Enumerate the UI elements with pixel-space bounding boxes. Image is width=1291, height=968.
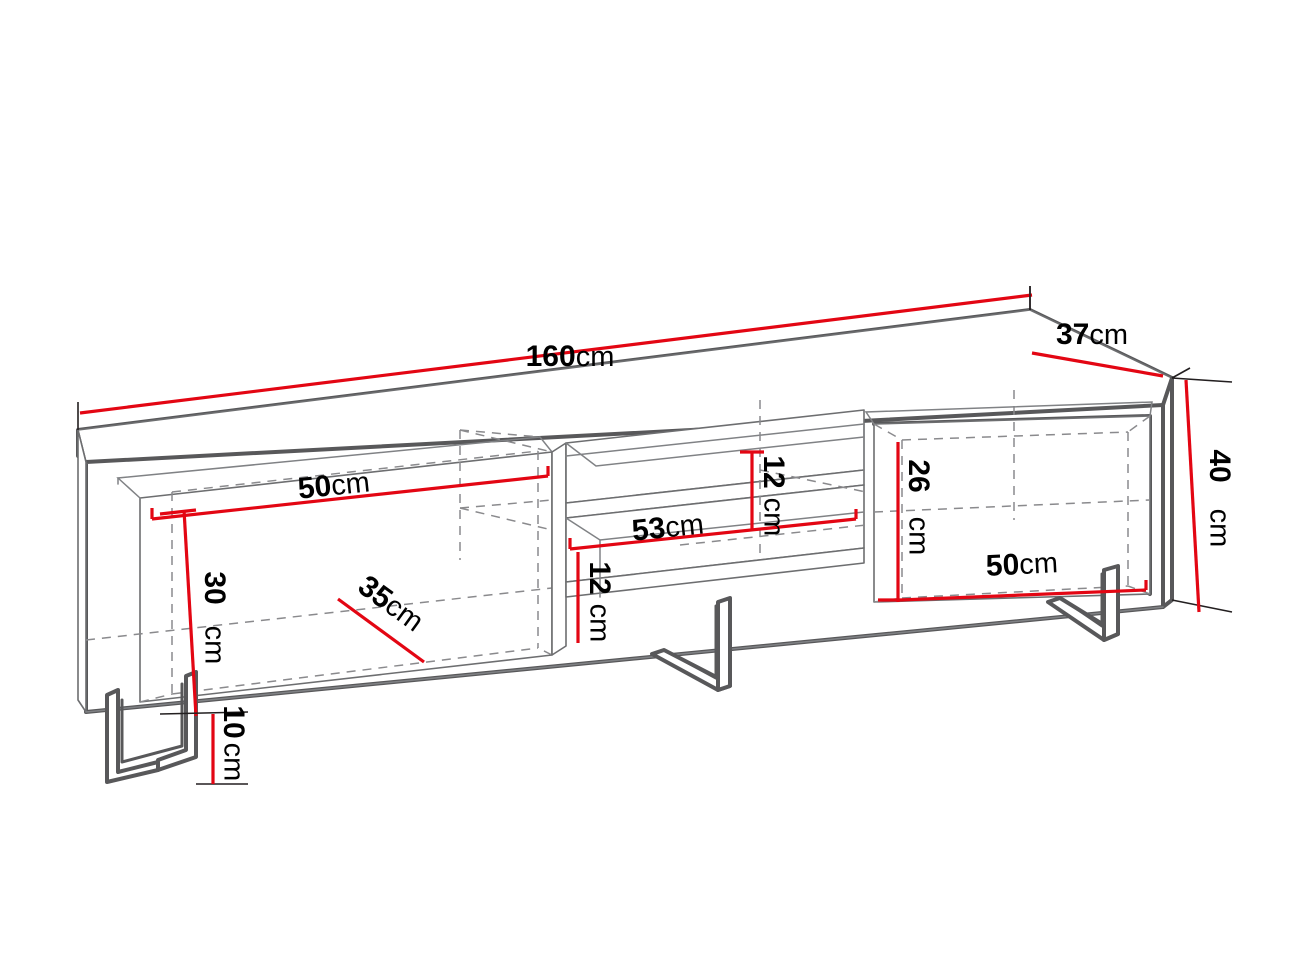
left-compartment-hidden-back-bottom xyxy=(171,647,539,695)
leg-left-angle xyxy=(156,670,198,772)
cabinet-right-side-panel xyxy=(1161,376,1174,609)
left-compartment-hidden-shelf xyxy=(85,587,553,641)
dim-26-unit: cm xyxy=(902,517,934,556)
right-compartment-hidden-diag-tr xyxy=(1127,415,1151,433)
dim-160-unit: cm xyxy=(576,341,615,373)
dim-37-unit: cm xyxy=(1089,319,1128,351)
cabinet-bottom-front-edge xyxy=(85,606,1164,713)
dim-right50-label: 50cm xyxy=(985,546,1059,583)
dim-40-ext-top xyxy=(1171,377,1233,383)
middle-hidden-back-diag xyxy=(759,469,867,493)
dim-12-lower-number: 12 xyxy=(583,561,616,594)
leg-center-inner-detail xyxy=(666,604,718,680)
dim-left50-line xyxy=(151,474,549,521)
dim-left30-unit: cm xyxy=(198,626,230,665)
cabinet-body xyxy=(76,308,1174,714)
dim-53-label: 53cm xyxy=(630,507,705,547)
dimension-middle-lower-shelf: 12 cm xyxy=(576,552,616,643)
dimension-right-width: 50cm xyxy=(899,546,1148,602)
dim-35-line xyxy=(337,597,425,664)
dim-40-line xyxy=(1184,379,1201,613)
dim-53-line xyxy=(569,517,857,551)
dimension-middle-upper-shelf: 12 cm xyxy=(740,450,790,537)
dim-37-label: 37cm xyxy=(1056,318,1128,351)
dim-40-ext-bottom xyxy=(1171,599,1233,613)
dim-10-ext-top xyxy=(159,711,249,715)
right-compartment-top-rim xyxy=(864,401,1153,425)
center-left-divider-panel xyxy=(551,442,567,656)
dim-left30-tick-top xyxy=(159,508,197,516)
dim-right50-unit: cm xyxy=(1018,547,1058,581)
dim-right50-line xyxy=(899,588,1147,602)
right-compartment-hidden-diag-br xyxy=(1127,585,1151,595)
metal-bracket-leg-center xyxy=(650,596,732,692)
dim-37-line xyxy=(1031,351,1164,378)
dim-160-number: 160 xyxy=(526,340,576,373)
dim-10-unit: cm xyxy=(217,743,249,782)
metal-bracket-leg-left xyxy=(105,670,198,784)
dimension-left-height: 30 cm xyxy=(159,508,231,717)
left-compartment-hidden-diag-b xyxy=(537,647,553,656)
right-compartment-hidden-diag-tl xyxy=(873,423,903,441)
dim-left30-number: 30 xyxy=(198,571,231,604)
left-compartment-hidden-diag-a xyxy=(139,693,173,703)
right-compartment-hidden-back-top xyxy=(901,431,1129,441)
left-compartment-inner-top xyxy=(116,436,553,499)
dimension-overall-height: 40 cm xyxy=(1171,377,1236,613)
dim-40-unit: cm xyxy=(1203,509,1235,548)
dim-12-upper-number: 12 xyxy=(757,455,790,488)
right-compartment-hidden-center-h xyxy=(873,499,1151,513)
dim-40-number: 40 xyxy=(1203,449,1236,482)
dim-12-lower-unit: cm xyxy=(583,604,615,643)
dimension-left-width: 50cm xyxy=(150,465,550,521)
dim-37-number: 37 xyxy=(1056,318,1089,351)
leg-center-right-post xyxy=(716,596,732,692)
middle-bottom-board xyxy=(565,547,865,598)
right-compartment-hidden-back-bottom xyxy=(901,585,1129,599)
dim-12-upper-unit: cm xyxy=(757,498,789,537)
dim-160-label: 160cm xyxy=(526,340,615,373)
dim-left50-unit: cm xyxy=(330,466,372,502)
cabinet-left-side-face xyxy=(77,429,87,713)
dim-right50-number: 50 xyxy=(985,548,1020,583)
left-compartment-hidden-back-top xyxy=(171,450,539,493)
dimension-overall-width: 160cm xyxy=(77,286,1033,430)
dimension-leg-height: 10 cm xyxy=(159,705,250,785)
middle-shelf-interior-depth-a xyxy=(565,436,865,467)
dim-10-number: 10 xyxy=(217,705,250,738)
dim-53-number: 53 xyxy=(630,511,667,547)
dim-26-number: 26 xyxy=(902,459,935,492)
leg-left-inner-detail xyxy=(120,682,184,764)
leg-right-post xyxy=(1102,564,1120,642)
dimension-right-height: 26 cm xyxy=(878,442,935,602)
dim-37-ext-end xyxy=(1171,367,1191,379)
dim-left50-number: 50 xyxy=(296,469,333,505)
dim-left50-label: 50cm xyxy=(296,465,371,505)
right-door-compartment xyxy=(864,390,1153,603)
hidden-divider-back-top xyxy=(459,429,541,438)
dim-left30-line xyxy=(182,509,198,717)
dimension-middle-width: 53cm xyxy=(568,507,858,551)
dim-160-line xyxy=(79,293,1033,415)
dimension-overall-depth: 37cm xyxy=(1029,286,1191,379)
left-open-compartment xyxy=(85,436,553,703)
middle-shelf-interior-top xyxy=(565,423,865,457)
dim-53-unit: cm xyxy=(664,508,706,544)
